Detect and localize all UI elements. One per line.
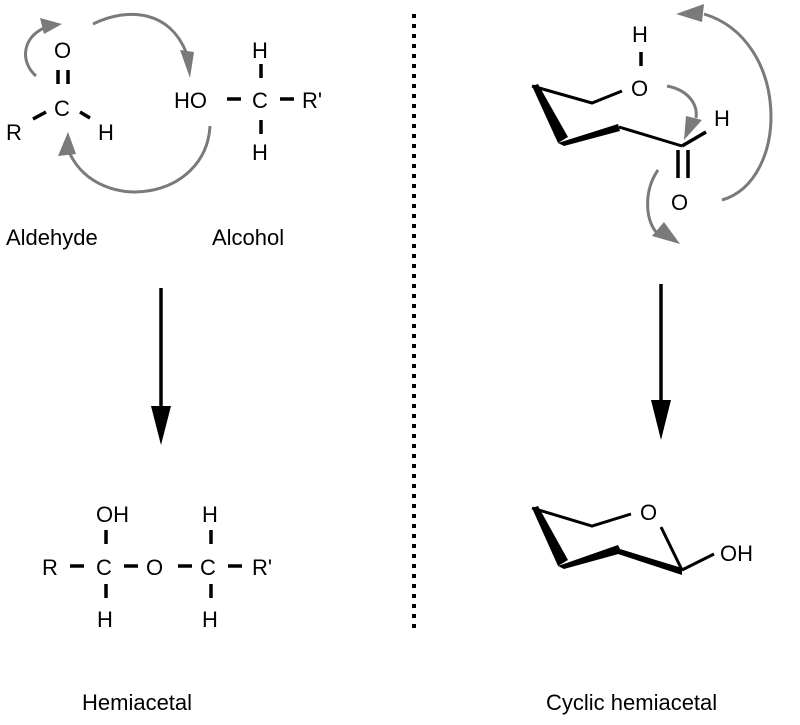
cyclic-c-oh-bond (681, 552, 715, 572)
curly-arrowhead-oxygen-to-hydrogen (180, 50, 194, 78)
open-chain-c2-c1-bond (618, 125, 683, 148)
hemiacetal-label: Hemiacetal (82, 690, 192, 715)
cyclic-wedge-front (558, 545, 622, 569)
alcohol-hydrogen-top: H (252, 38, 268, 63)
hemiacetal-carbon-2: C (200, 555, 216, 580)
aldehyde-h-bond (79, 110, 91, 120)
curly-arrowhead-pi-to-oxygen (40, 18, 62, 34)
curly-arrow-pi-to-carbonyl-oxygen (646, 169, 660, 233)
reaction-arrow-right (651, 284, 671, 440)
hemiacetal-oxygen: O (146, 555, 163, 580)
aldehyde-carbon: C (54, 96, 70, 121)
hemiacetal-hydrogen-2-top: H (202, 502, 218, 527)
alcohol-r-group: R' (302, 88, 322, 113)
open-chain-aldehyde-hydrogen: H (714, 106, 730, 131)
open-chain-hydroxyl-hydrogen: H (632, 22, 648, 47)
electron-arrows-left (24, 12, 212, 194)
reaction-arrow-left-head (151, 406, 171, 445)
alcohol-label: Alcohol (212, 225, 284, 250)
cyclic-hydroxyl: OH (720, 541, 753, 566)
curly-arrow-alcohol-to-carbon (68, 125, 212, 194)
open-chain-structure: H O H O (531, 22, 730, 215)
open-chain-wedge-left (532, 84, 568, 143)
curly-arrow-hydroxyl-to-carbonyl (666, 84, 698, 119)
hemiacetal-hydrogen-1: H (97, 607, 113, 632)
cyclic-wedge-left (532, 506, 568, 566)
cyclic-back-bonds (531, 506, 632, 528)
alcohol-hydrogen-bottom: H (252, 140, 268, 165)
alcohol-structure: H HO C R' H Alcohol (174, 38, 322, 250)
hemiacetal-structure: OH R C O C R' H H H Hemiacetal (42, 502, 272, 715)
curly-arrowhead-oxygen-to-hydroxyl-hydrogen (676, 4, 704, 22)
hemiacetal-carbon-1: C (96, 555, 112, 580)
curly-arrowhead-alcohol-to-carbon (58, 132, 76, 156)
open-chain-ch-bond (681, 130, 707, 148)
cyclic-wedge-right (618, 549, 682, 575)
aldehyde-hydrogen: H (98, 120, 114, 145)
open-chain-wedge-front (558, 124, 620, 146)
open-chain-hydroxyl-oxygen: O (631, 76, 648, 101)
cyclic-ring-oxygen: O (640, 500, 657, 525)
reaction-arrow-right-head (651, 400, 671, 440)
curly-arrowhead-hydroxyl-to-carbonyl (684, 116, 702, 140)
curly-arrow-pi-to-oxygen (24, 26, 45, 78)
aldehyde-r-group: R (6, 120, 22, 145)
open-chain-carbonyl-oxygen: O (671, 190, 688, 215)
electron-arrows-right (646, 4, 773, 244)
hemiacetal-hydrogen-2-bottom: H (202, 607, 218, 632)
hemiacetal-r-group: R (42, 555, 58, 580)
cyclic-hemiacetal-label: Cyclic hemiacetal (546, 690, 717, 715)
hemiacetal-r-prime-group: R' (252, 555, 272, 580)
cyclic-hemiacetal-structure: O OH Cyclic hemiacetal (531, 500, 753, 715)
curly-arrow-oxygen-to-hydrogen (92, 12, 188, 53)
open-chain-back-bonds (531, 84, 623, 105)
aldehyde-r-bond (32, 110, 47, 121)
aldehyde-structure: O C R H Aldehyde (6, 38, 114, 250)
alcohol-hydroxyl: HO (174, 88, 207, 113)
reaction-arrow-left (151, 288, 171, 445)
aldehyde-oxygen: O (54, 38, 71, 63)
alcohol-carbon: C (252, 88, 268, 113)
cyclic-ring-o-c-bond (659, 526, 684, 571)
curly-arrowhead-pi-to-carbonyl-oxygen (652, 222, 680, 244)
curly-arrow-oxygen-to-hydroxyl-hydrogen (703, 12, 773, 202)
aldehyde-label: Aldehyde (6, 225, 98, 250)
hemiacetal-hydroxyl: OH (96, 502, 129, 527)
